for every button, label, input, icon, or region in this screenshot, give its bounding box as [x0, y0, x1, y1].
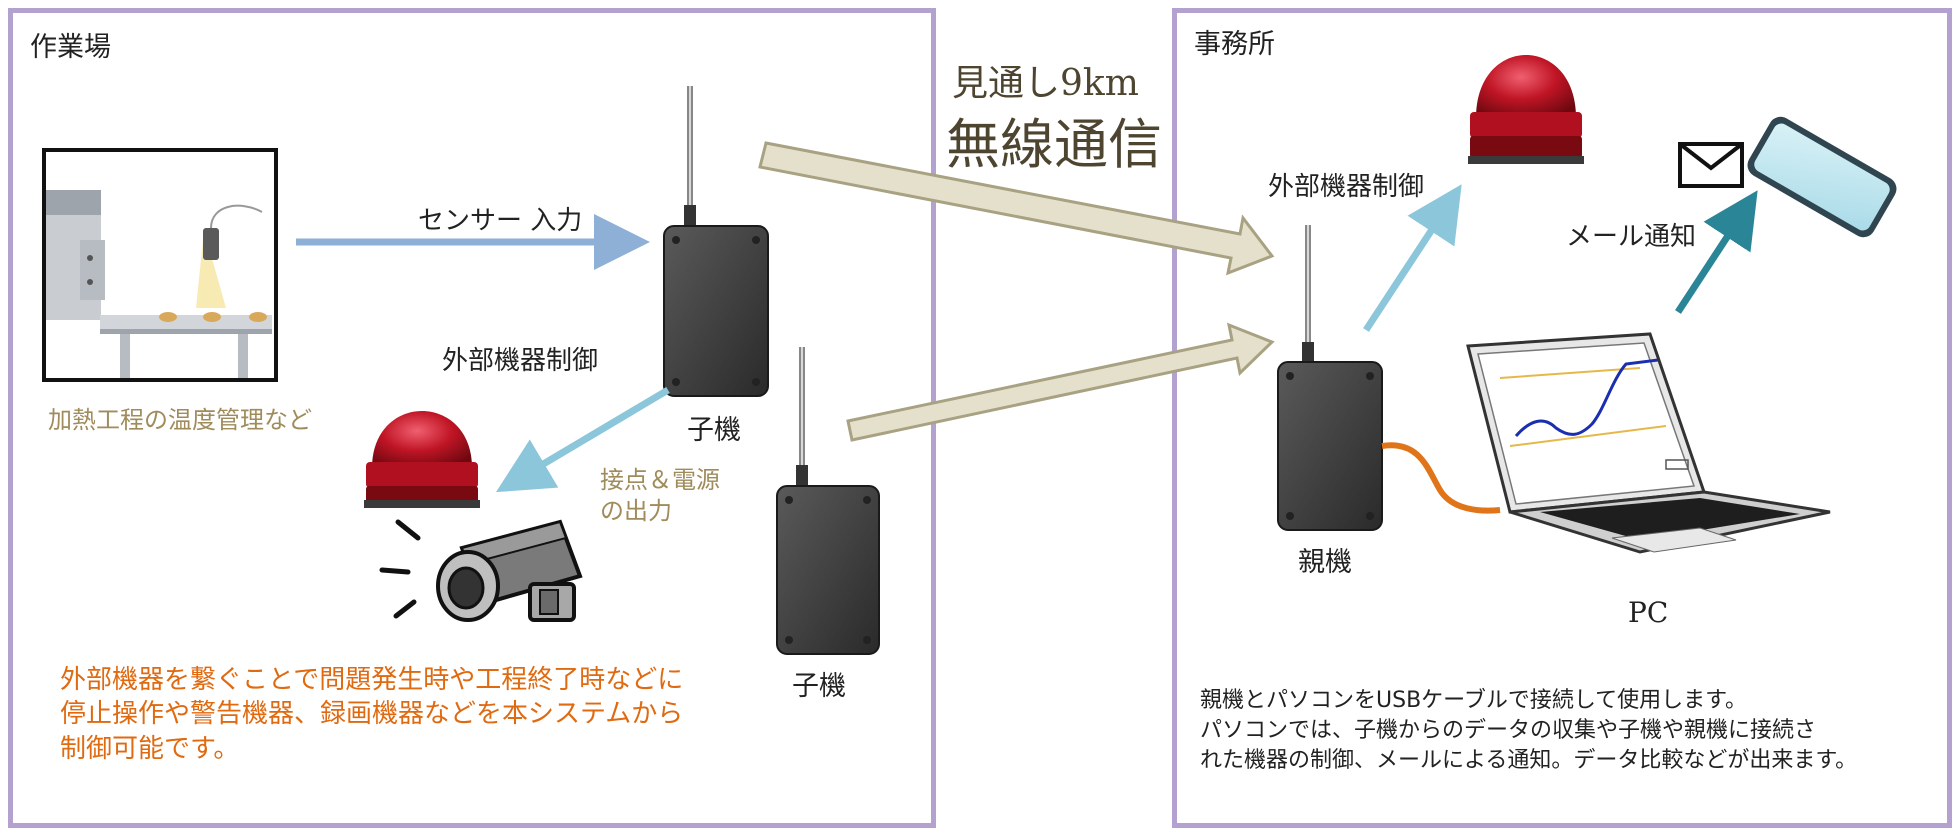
control-arrow-right: [1363, 184, 1462, 332]
wireless-unit-icon: [663, 86, 769, 397]
wireless-unit-icon: [1277, 225, 1383, 531]
parent-unit-label: 親機: [1298, 547, 1352, 578]
control-arrow-left: [495, 386, 670, 493]
warning-light-icon: [364, 411, 480, 508]
machine-caption: 加熱工程の温度管理など: [48, 406, 312, 434]
wireless-arrow-bottom: [846, 322, 1275, 442]
workshop-description: 外部機器を繋ぐことで問題発生時や工程終了時などに 停止操作や警告機器、録画機器な…: [60, 665, 684, 764]
wireless-unit-icon: [776, 347, 880, 655]
child-unit-label-1: 子機: [687, 415, 741, 446]
sensor-input-label: センサー 入力: [418, 206, 583, 236]
office-description: 親機とパソコンをUSBケーブルで接続して使用します。 パソコンでは、子機からのデ…: [1200, 688, 1858, 773]
contact-output-label: 接点＆電源 の出力: [600, 466, 720, 526]
wireless-arrow-top: [758, 141, 1275, 276]
mail-arrow: [1675, 190, 1758, 314]
ext-control-label-left: 外部機器制御: [442, 346, 599, 376]
ext-control-label-right: 外部機器制御: [1268, 172, 1425, 202]
office-title: 事務所: [1194, 29, 1275, 60]
wireless-range-label: 見通し9km: [952, 63, 1139, 104]
mail-notification-label: メール通知: [1566, 222, 1697, 252]
warning-light-icon: [1468, 55, 1584, 164]
envelope-icon: [1678, 142, 1744, 188]
pc-label: PC: [1628, 596, 1669, 629]
sensor-machine-icon: [42, 148, 278, 382]
camera-icon: [379, 519, 583, 622]
workshop-title: 作業場: [30, 32, 111, 63]
wireless-title: 無線通信: [946, 113, 1162, 176]
usb-cable: [1381, 442, 1501, 514]
smartphone-icon: [1747, 116, 1897, 238]
laptop-icon: [1466, 332, 1831, 554]
diagram-art: [42, 55, 1897, 655]
child-unit-label-2: 子機: [792, 671, 846, 702]
